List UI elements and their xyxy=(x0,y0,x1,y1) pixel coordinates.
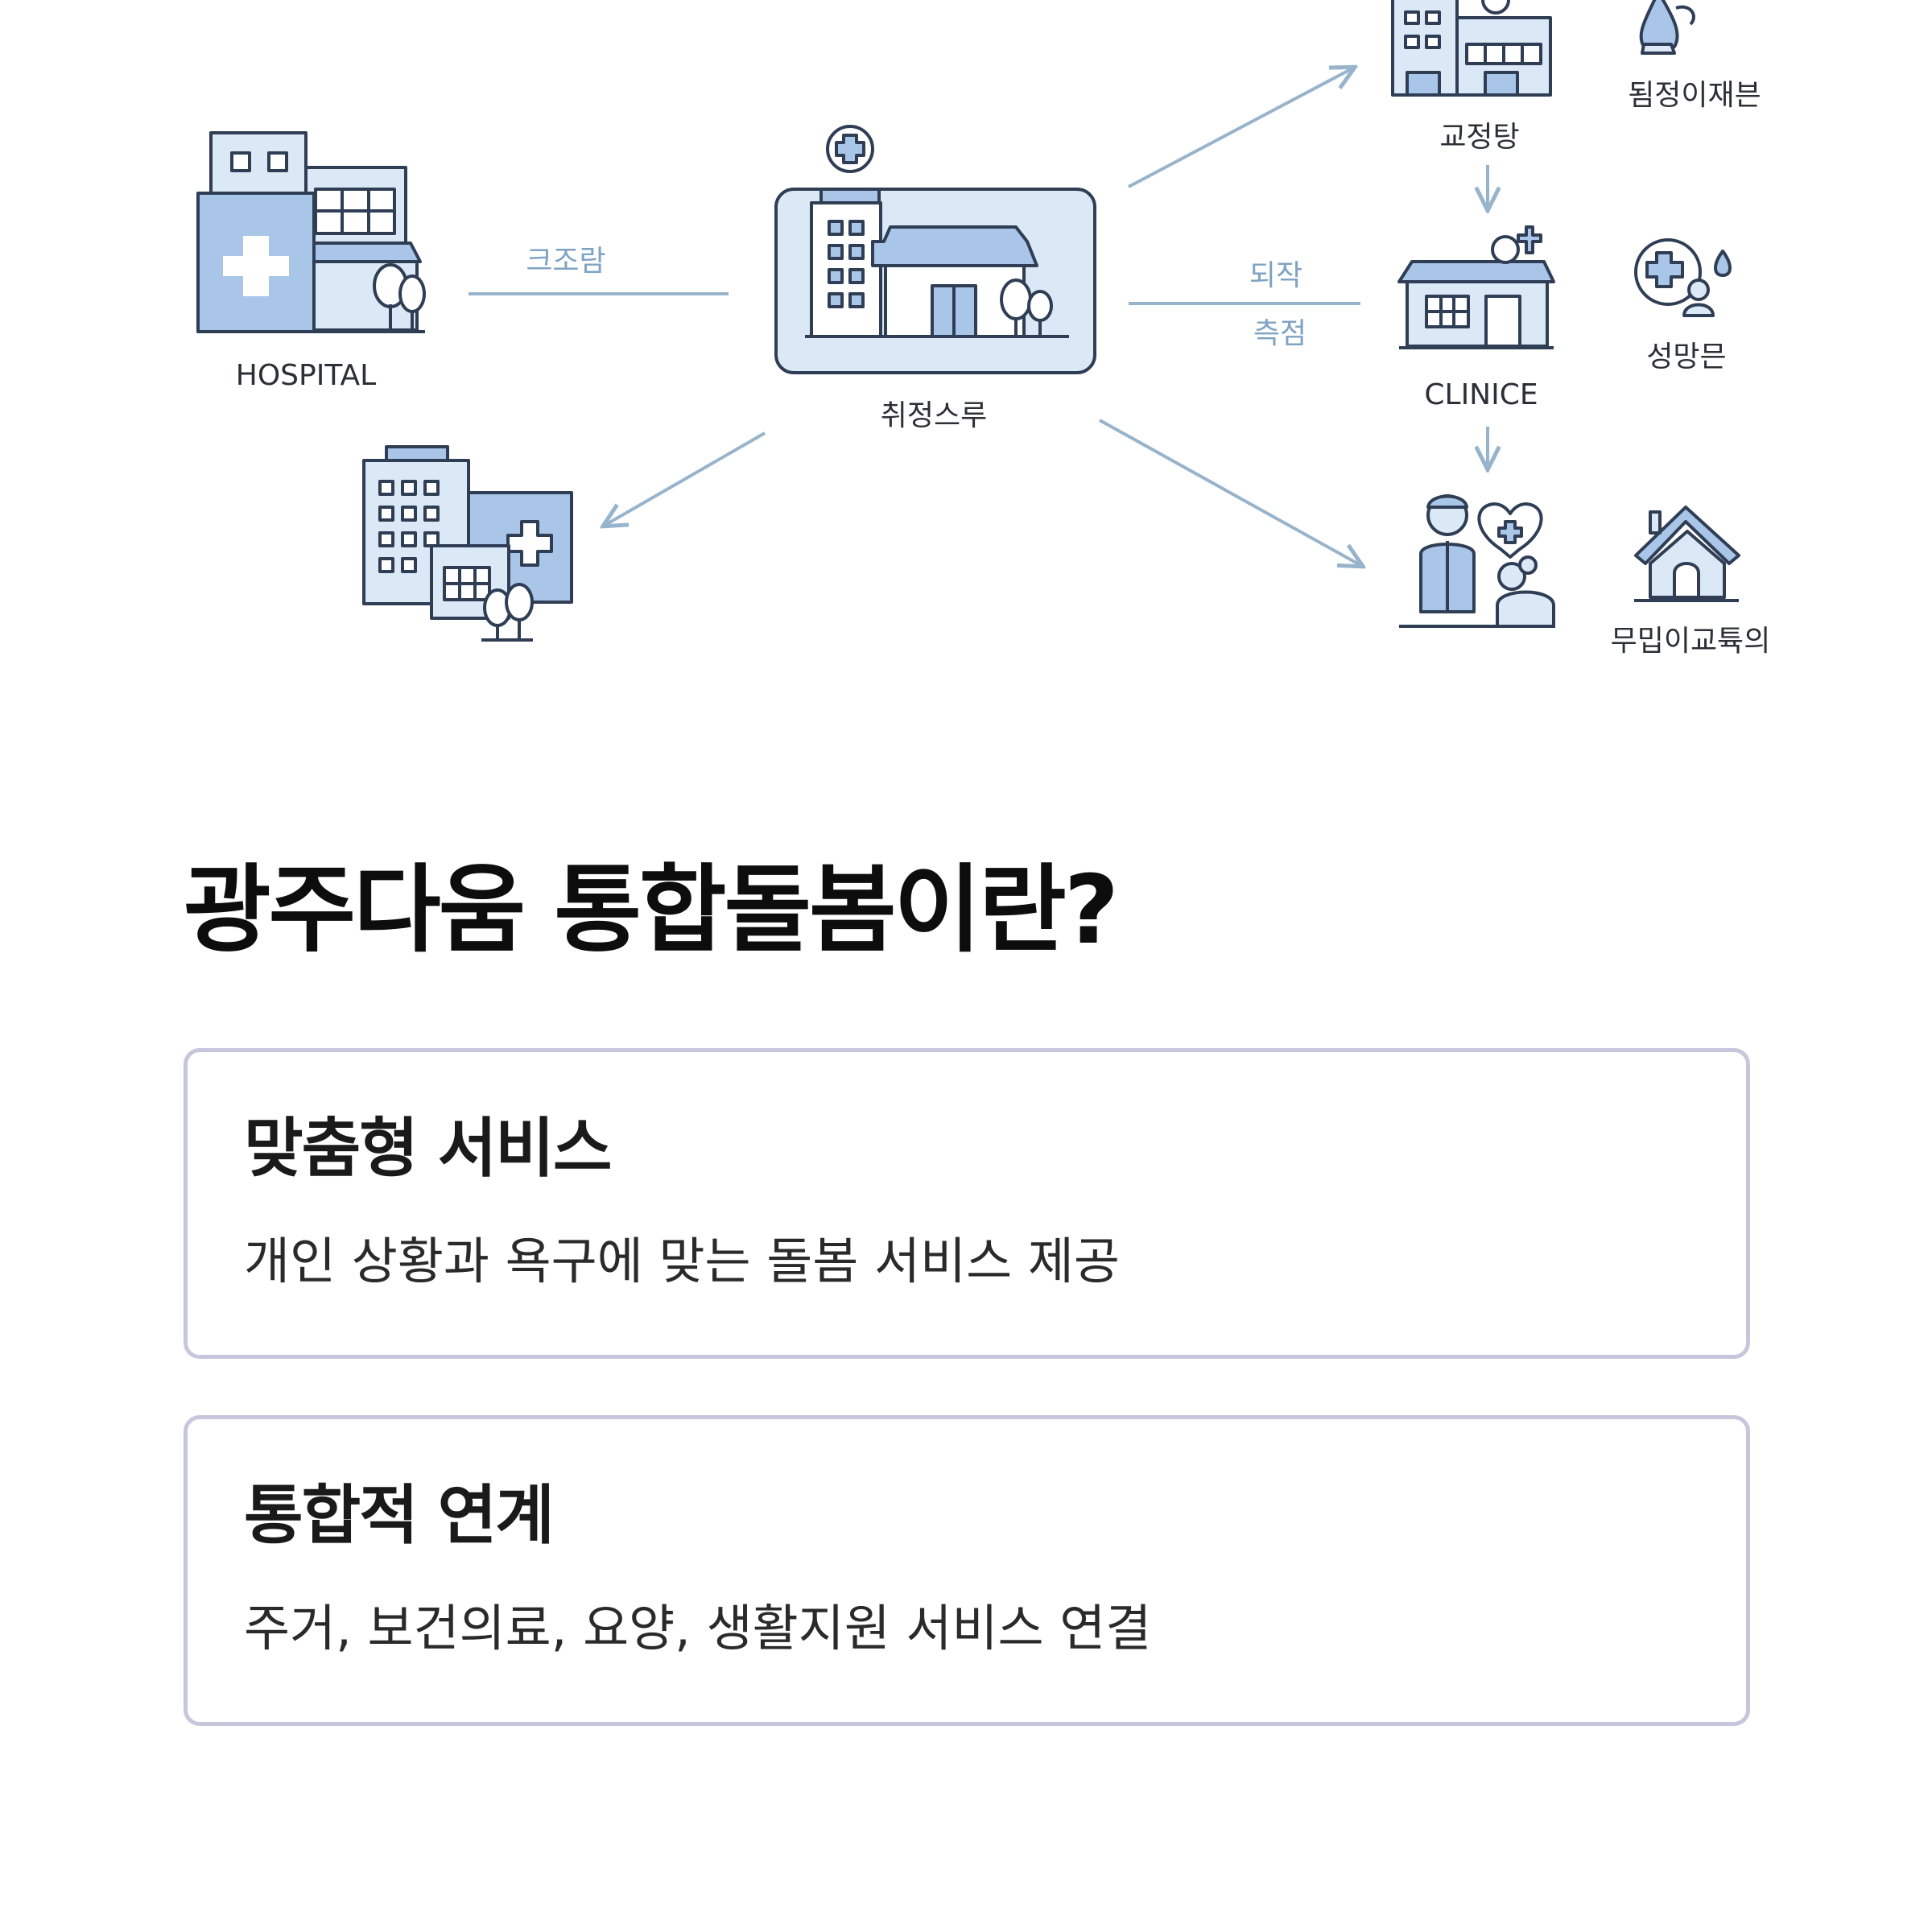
card-title: 맞춤형 서비스 xyxy=(244,1111,612,1186)
label-top-building: 교정탕 xyxy=(1439,121,1519,154)
arrow-to-lower-left xyxy=(605,431,766,525)
medical-cross-person-icon xyxy=(1634,238,1732,317)
card-description: 개인 상황과 욕구에 맞는 돌봄 서비스 제공 xyxy=(244,1232,1120,1290)
caregiver-elder-icon xyxy=(1399,494,1555,628)
apartment-clinic-icon xyxy=(362,445,573,642)
center-facility-icon xyxy=(774,125,1096,374)
label-clinic: CLINICE xyxy=(1424,378,1538,411)
feature-card-integrated-link: 통합적 연계 주거, 보건의료, 요양, 생활지원 서비스 연결 xyxy=(184,1415,1750,1726)
card-description: 주거, 보건의료, 요양, 생활지원 서비스 연결 xyxy=(244,1599,1152,1657)
clinic-building-icon xyxy=(1397,225,1555,349)
connector-label-left: 크조람 xyxy=(526,245,605,278)
label-center: 취정스루 xyxy=(881,399,987,432)
label-hospital: HOSPITAL xyxy=(236,359,376,392)
page-title: 광주다움 통합돌봄이란? xyxy=(184,854,1119,965)
label-top-right: 됨정이재븐 xyxy=(1628,79,1761,112)
label-middle-right: 성망믄 xyxy=(1646,341,1726,374)
feature-card-custom-service: 맞춤형 서비스 개인 상황과 욕구에 맞는 돌봄 서비스 제공 xyxy=(184,1048,1750,1359)
care-network-illustration: HOSPITAL 취정스루 교정탕 CLINICE 됨정이재븐 성망믄 무밉이교… xyxy=(196,0,1771,658)
card-title: 통합적 연계 xyxy=(244,1478,555,1553)
label-bottom-right: 무밉이교튝의 xyxy=(1611,625,1771,658)
connector-label-right-bottom: 측점 xyxy=(1253,317,1307,350)
hospital-building-icon xyxy=(196,131,426,333)
large-building-icon xyxy=(1391,0,1552,97)
house-icon xyxy=(1634,506,1740,602)
person-head-icon xyxy=(1639,0,1695,55)
arrow-to-top-building xyxy=(1128,68,1352,188)
connector-label-right-top: 되작 xyxy=(1249,259,1302,292)
arrow-to-caregiver xyxy=(1099,419,1360,565)
